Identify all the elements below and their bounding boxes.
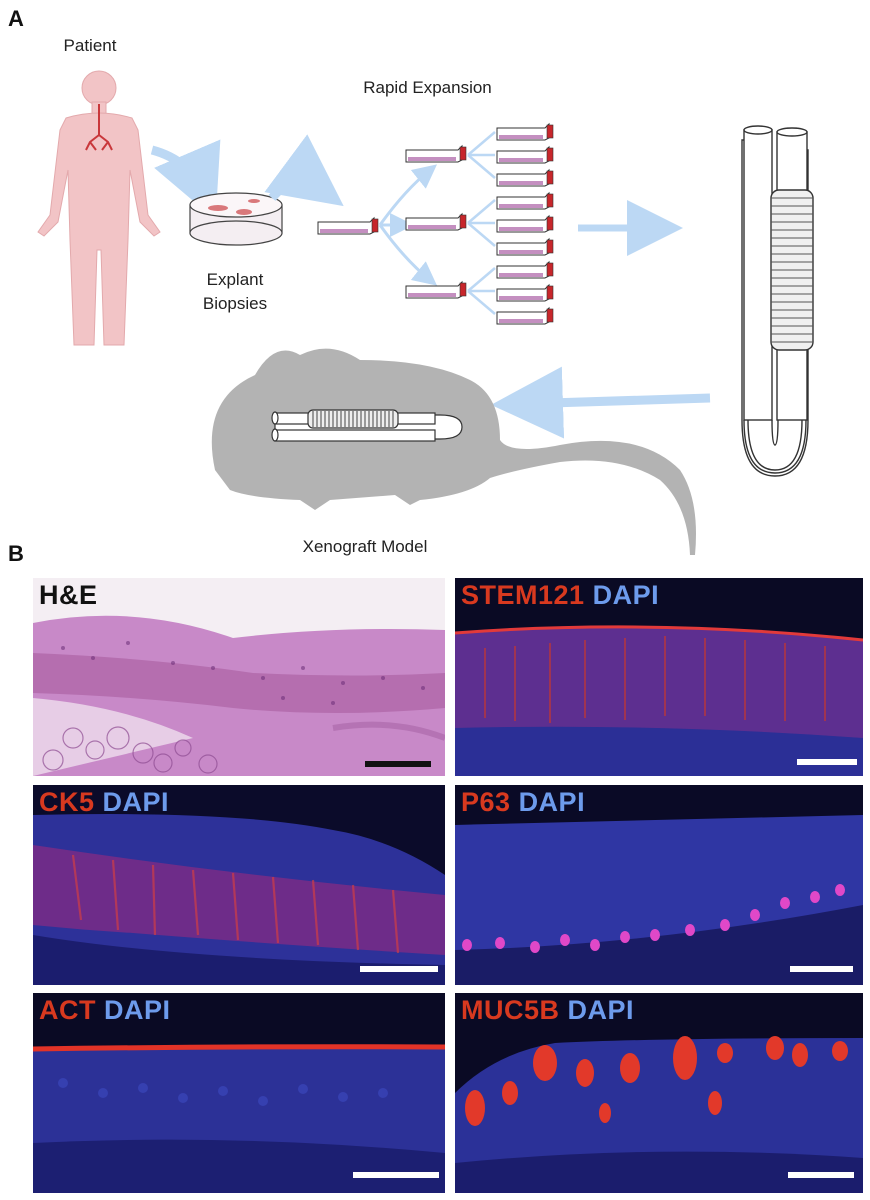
stain-label-p63: P63 DAPI bbox=[461, 787, 585, 818]
panel-letter-a: A bbox=[8, 6, 24, 31]
dapi-label-stem121: DAPI bbox=[592, 580, 660, 610]
stain-label-muc5b: MUC5B DAPI bbox=[461, 995, 634, 1026]
marker-label-act: ACT bbox=[39, 995, 96, 1025]
flask-icon bbox=[317, 216, 379, 235]
stain-label-he: H&E bbox=[39, 580, 98, 611]
stain-label-act: ACT DAPI bbox=[39, 995, 171, 1026]
mouse-silhouette bbox=[211, 348, 697, 555]
micrograph-he: H&E bbox=[33, 578, 445, 776]
micrograph-muc5b: MUC5B DAPI bbox=[455, 993, 863, 1193]
scale-bar-muc5b bbox=[788, 1172, 854, 1178]
dapi-label-act: DAPI bbox=[104, 995, 171, 1025]
mouse-implant-tube-icon bbox=[271, 409, 463, 442]
arrow-patient-to-dish bbox=[150, 139, 221, 220]
dapi-label-ck5: DAPI bbox=[102, 787, 170, 817]
scale-bar-ck5 bbox=[360, 966, 438, 972]
marker-label-muc5b: MUC5B bbox=[461, 995, 560, 1025]
scale-bar-he bbox=[365, 761, 431, 767]
explant-label-line1: Explant bbox=[206, 270, 264, 289]
rapid-expansion-label: Rapid Expansion bbox=[363, 78, 492, 97]
panel-letter-b: B bbox=[8, 541, 24, 566]
arrow-tube-to-mouse bbox=[491, 366, 711, 439]
mouse-tube-coil bbox=[312, 411, 394, 427]
xenograft-model-label: Xenograft Model bbox=[302, 537, 428, 556]
scale-bar-stem121 bbox=[797, 759, 857, 765]
dapi-label-p63: DAPI bbox=[518, 787, 586, 817]
micrograph-ck5: CK5 DAPI bbox=[33, 785, 445, 985]
scale-bar-act bbox=[353, 1172, 439, 1178]
flask-column-right bbox=[496, 122, 554, 325]
workflow-diagram bbox=[37, 70, 814, 555]
marker-label-stem121: STEM121 bbox=[461, 580, 585, 610]
micrograph-stem121: STEM121 DAPI bbox=[455, 578, 863, 776]
stain-label-stem121: STEM121 DAPI bbox=[461, 580, 659, 611]
micrograph-act: ACT DAPI bbox=[33, 993, 445, 1193]
micrograph-p63: P63 DAPI bbox=[455, 785, 863, 985]
lungs-icon bbox=[85, 104, 113, 151]
scale-bar-p63 bbox=[790, 966, 853, 972]
marker-label-he: H&E bbox=[39, 580, 98, 610]
dapi-label-muc5b: DAPI bbox=[567, 995, 635, 1025]
marker-label-ck5: CK5 bbox=[39, 787, 95, 817]
flask-column-middle bbox=[405, 144, 467, 299]
tracheal-tube-icon bbox=[741, 125, 814, 477]
petri-dish-icon bbox=[189, 192, 283, 246]
arrow-dish-to-flask bbox=[264, 134, 344, 207]
explant-label-line2: Biopsies bbox=[202, 294, 268, 313]
marker-label-p63: P63 bbox=[461, 787, 511, 817]
patient-figure bbox=[37, 70, 161, 346]
stain-label-ck5: CK5 DAPI bbox=[39, 787, 169, 818]
patient-label: Patient bbox=[63, 36, 117, 55]
tube-graft-coil bbox=[771, 197, 813, 343]
